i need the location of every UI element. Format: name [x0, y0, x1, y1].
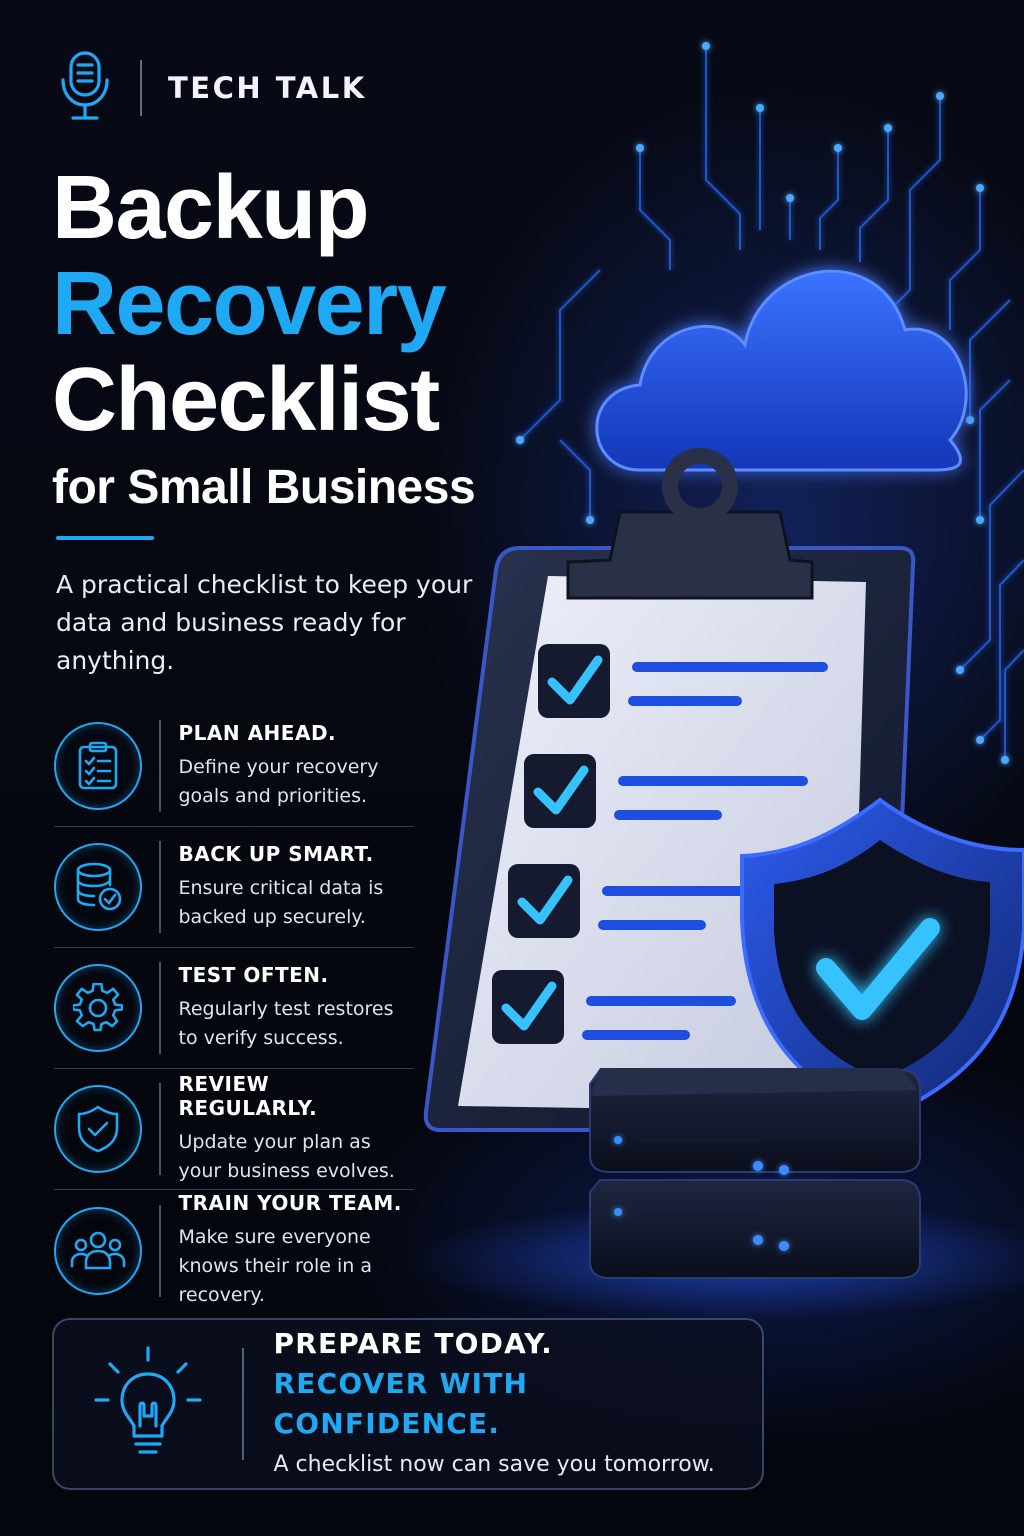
brand-divider	[140, 60, 142, 116]
item-description: Regularly test restores to verify succes…	[178, 998, 394, 1049]
security-shield-icon	[740, 797, 1024, 1123]
item-description: Make sure everyone knows their role in a…	[178, 1226, 373, 1306]
item-title: REVIEW REGULARLY.	[178, 1072, 318, 1120]
title-line-backup: Backup	[52, 158, 370, 258]
circuit-nodes	[516, 42, 1009, 764]
server-stack-icon	[589, 1068, 921, 1279]
title-line-checklist: Checklist	[52, 350, 440, 450]
title-subtitle: for Small Business	[52, 461, 476, 514]
checklist-items: PLAN AHEAD. Define your recovery goals a…	[54, 706, 414, 1311]
callout-tagline: A checklist now can save you tomorrow.	[273, 1452, 715, 1477]
checklist-item-train-your-team: TRAIN YOUR TEAM. Make sure everyone know…	[54, 1190, 414, 1311]
item-title: TEST OFTEN.	[178, 963, 329, 987]
microphone-icon	[58, 50, 112, 126]
checklist-item-review-regularly: REVIEW REGULARLY. Update your plan as yo…	[54, 1069, 414, 1190]
cloud-icon	[595, 269, 968, 472]
circuit-traces	[519, 48, 1024, 760]
clipboard-checklist-icon	[54, 722, 142, 810]
callout-box: PREPARE TODAY. RECOVER WITH CONFIDENCE. …	[52, 1318, 764, 1490]
checklist-item-back-up-smart: BACK UP SMART. Ensure critical data is b…	[54, 827, 414, 948]
title-underline	[56, 536, 154, 540]
brand-header: TECH TALK	[58, 50, 367, 126]
database-check-icon	[54, 843, 142, 931]
item-description: Ensure critical data is backed up secure…	[178, 877, 384, 928]
lightbulb-icon	[78, 1334, 218, 1474]
callout-highlight: RECOVER WITH CONFIDENCE.	[273, 1367, 529, 1440]
intro-text: A practical checklist to keep your data …	[56, 570, 473, 675]
team-icon	[54, 1206, 142, 1295]
callout-headline: PREPARE TODAY.	[273, 1327, 553, 1360]
shield-check-icon	[54, 1085, 142, 1173]
item-title: PLAN AHEAD.	[178, 721, 337, 745]
gear-icon	[54, 964, 142, 1052]
item-title: BACK UP SMART.	[178, 842, 374, 866]
page-title: Backup Recovery Checklist for Small Busi…	[52, 160, 572, 516]
checklist-item-test-often: TEST OFTEN. Regularly test restores to v…	[54, 948, 414, 1069]
item-title: TRAIN YOUR TEAM.	[178, 1191, 402, 1215]
item-description: Update your plan as your business evolve…	[178, 1131, 395, 1182]
item-description: Define your recovery goals and prioritie…	[178, 756, 379, 807]
brand-name: TECH TALK	[168, 71, 367, 105]
checklist-item-plan-ahead: PLAN AHEAD. Define your recovery goals a…	[54, 706, 414, 827]
title-line-recovery: Recovery	[52, 254, 447, 354]
